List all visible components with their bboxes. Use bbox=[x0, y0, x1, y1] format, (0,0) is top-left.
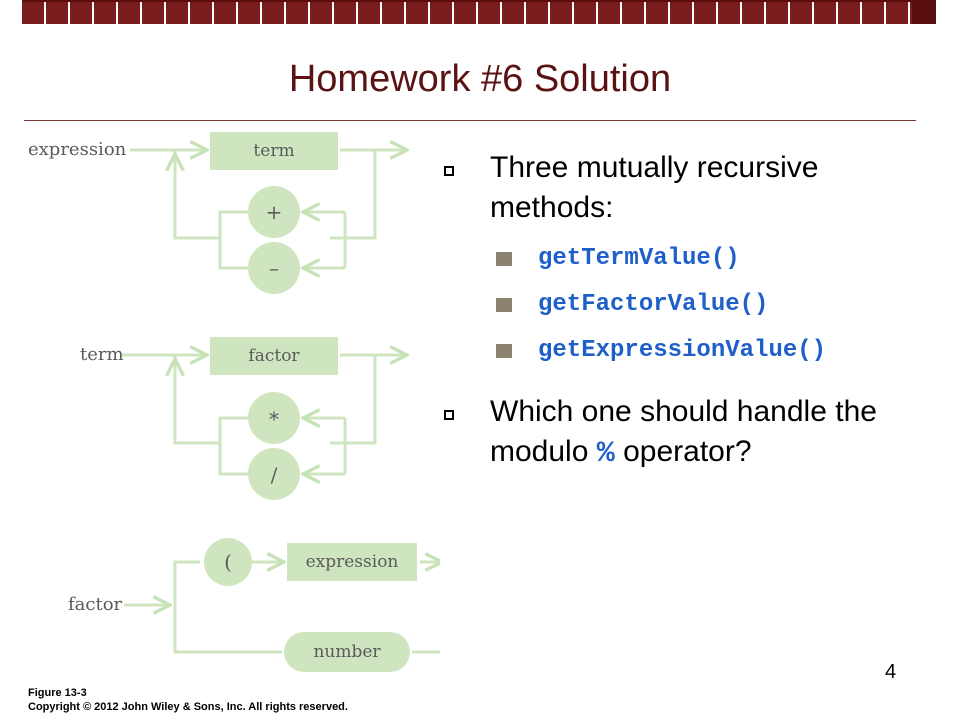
title-divider bbox=[24, 120, 916, 121]
bullet-text-part: Which one should handle the modulo bbox=[490, 395, 877, 468]
factor-label: factor bbox=[68, 594, 123, 615]
term-label: term bbox=[80, 344, 124, 365]
page-number: 4 bbox=[885, 661, 897, 683]
top-decorative-bar bbox=[22, 0, 936, 24]
filled-square-bullet-icon bbox=[496, 298, 512, 312]
bullet-item: Three mutually recursive methods: bbox=[440, 148, 940, 228]
bullet-text-part: operator? bbox=[614, 435, 752, 468]
top-bar-end-block bbox=[912, 0, 936, 24]
copyright-text: Copyright © 2012 John Wiley & Sons, Inc.… bbox=[28, 701, 348, 713]
method-name: getFactorValue() bbox=[538, 291, 769, 318]
minus-symbol: – bbox=[269, 256, 279, 280]
sub-bullet-item: getTermValue() bbox=[440, 236, 940, 282]
factor-box-label: factor bbox=[248, 346, 300, 366]
multiply-node bbox=[248, 392, 300, 444]
syntax-diagram: expression term + – term factor * / fact… bbox=[28, 132, 440, 672]
number-node bbox=[284, 632, 410, 672]
expression-box bbox=[287, 543, 417, 581]
open-paren-symbol: ( bbox=[224, 550, 232, 574]
method-name: getExpressionValue() bbox=[538, 337, 827, 364]
minus-node bbox=[248, 242, 300, 294]
multiply-symbol: * bbox=[269, 407, 279, 431]
bullet-item: Which one should handle the modulo % ope… bbox=[440, 392, 940, 474]
open-paren-node bbox=[204, 538, 252, 586]
expression-label: expression bbox=[28, 139, 127, 160]
factor-box bbox=[210, 337, 338, 375]
hollow-square-bullet-icon bbox=[444, 410, 454, 420]
filled-square-bullet-icon bbox=[496, 344, 512, 358]
sub-bullet-item: getFactorValue() bbox=[440, 282, 940, 328]
bullet-text: Three mutually recursive methods: bbox=[490, 151, 819, 224]
hollow-square-bullet-icon bbox=[444, 166, 454, 176]
divide-node bbox=[248, 448, 300, 500]
bullet-list: Three mutually recursive methods: getTer… bbox=[440, 148, 940, 474]
term-box-label: term bbox=[253, 141, 294, 161]
method-name: getTermValue() bbox=[538, 245, 740, 272]
slide-title: Homework #6 Solution bbox=[288, 58, 672, 100]
expression-box-label: expression bbox=[306, 552, 399, 572]
modulo-operator: % bbox=[596, 437, 615, 471]
plus-symbol: + bbox=[266, 200, 283, 224]
divide-symbol: / bbox=[271, 463, 278, 487]
sub-bullet-item: getExpressionValue() bbox=[440, 328, 940, 374]
figure-caption: Figure 13-3 Copyright © 2012 John Wiley … bbox=[28, 686, 348, 714]
figure-label: Figure 13-3 bbox=[28, 687, 87, 699]
filled-square-bullet-icon bbox=[496, 252, 512, 266]
plus-node bbox=[248, 186, 300, 238]
term-box bbox=[210, 132, 338, 170]
number-node-label: number bbox=[313, 642, 381, 662]
